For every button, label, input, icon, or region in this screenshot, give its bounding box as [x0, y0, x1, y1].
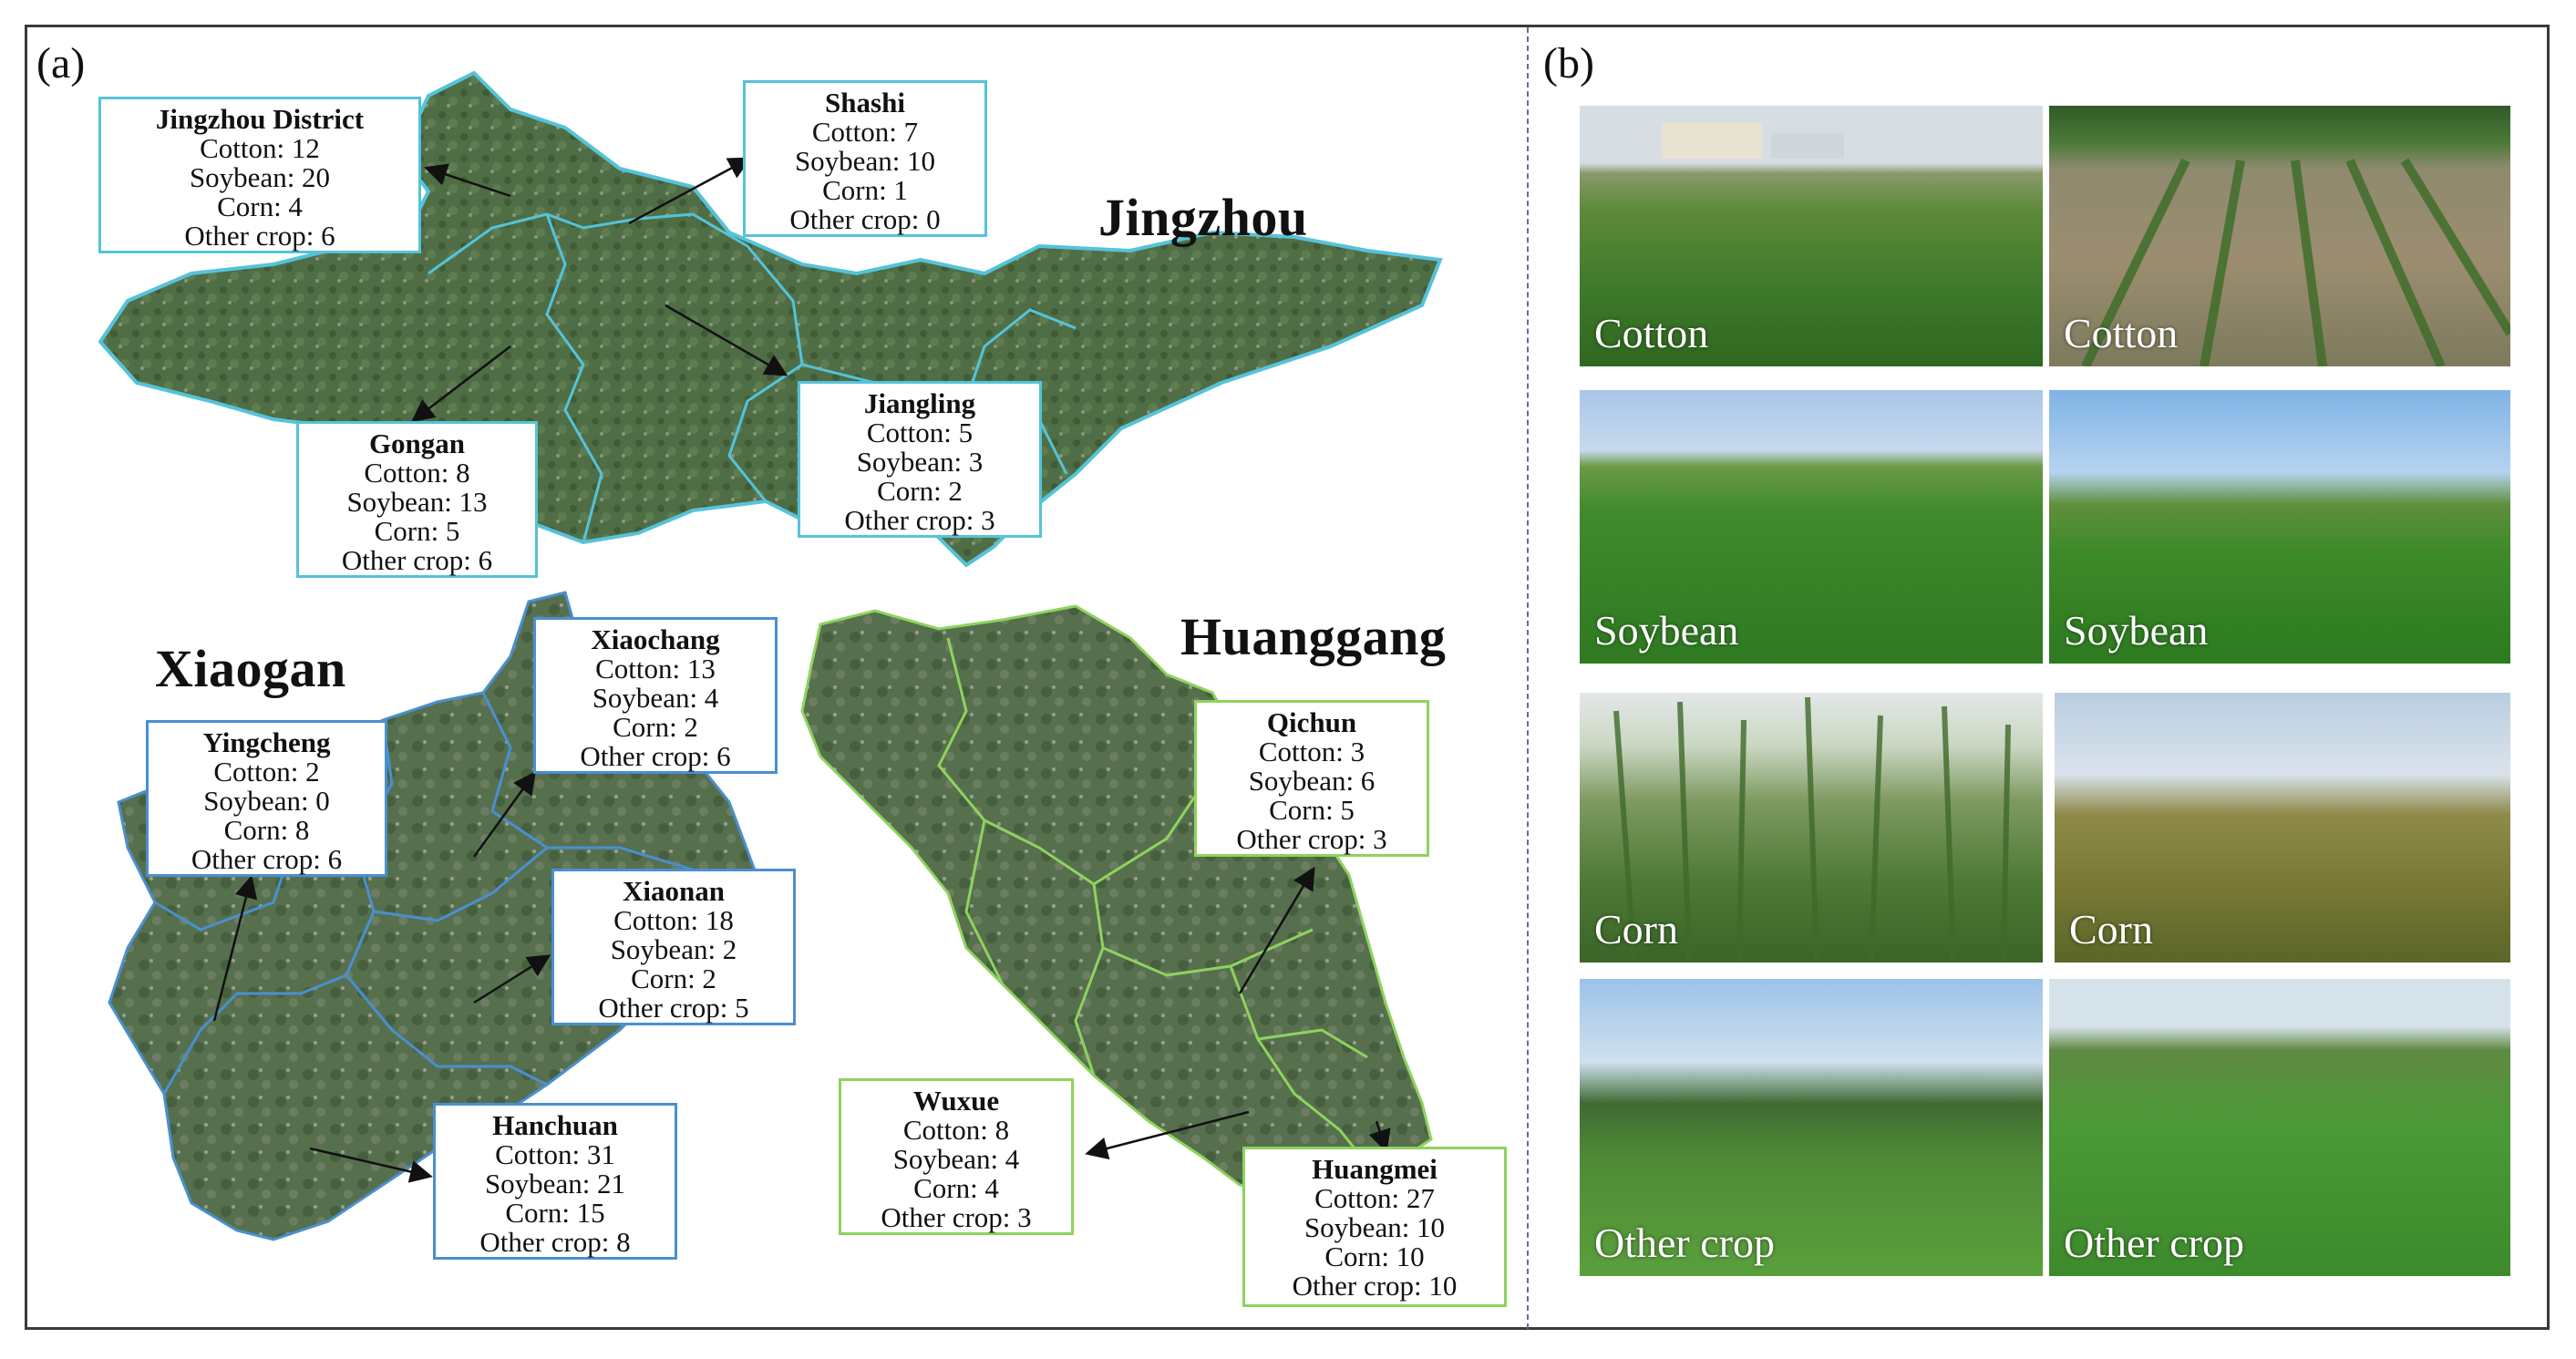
photo-cotton-2-rows — [2081, 158, 2510, 366]
other-crop-count: Other crop: 3 — [881, 1201, 1032, 1233]
photo-other-2: Other crop — [2049, 979, 2510, 1276]
region-name-xiaogan: Xiaogan — [155, 639, 346, 698]
corn-count: Corn: 5 — [1269, 794, 1355, 826]
soybean-count: Soybean: 10 — [794, 145, 936, 177]
corn-count: Corn: 2 — [631, 963, 716, 994]
panel-b-label: (b) — [1543, 39, 1594, 88]
district-name: Qichun — [1266, 706, 1357, 738]
soybean-count: Soybean: 13 — [346, 486, 488, 518]
corn-count: Corn: 10 — [1324, 1241, 1425, 1272]
corn-count: Corn: 1 — [822, 174, 908, 206]
district-box-yingcheng: Yingcheng Cotton: 2 Soybean: 0 Corn: 8 O… — [146, 720, 387, 877]
other-crop-count: Other crop: 5 — [598, 992, 749, 1024]
district-box-hanchuan: Hanchuan Cotton: 31 Soybean: 21 Corn: 15… — [433, 1103, 677, 1260]
photo-caption: Cotton — [2064, 310, 2179, 356]
district-name: Huangmei — [1312, 1153, 1437, 1185]
photo-soybean-1: Soybean — [1580, 390, 2043, 664]
cotton-count: Cotton: 7 — [811, 116, 919, 148]
cotton-count: Cotton: 3 — [1258, 736, 1365, 767]
district-box-gongan: Gongan Cotton: 8 Soybean: 13 Corn: 5 Oth… — [296, 421, 538, 578]
photo-caption: Soybean — [2064, 607, 2209, 654]
corn-count: Corn: 4 — [913, 1172, 999, 1204]
district-name: Shashi — [825, 87, 905, 118]
soybean-count: Soybean: 3 — [856, 446, 984, 478]
photo-cotton-1: Cotton — [1580, 106, 2043, 366]
district-name: Jiangling — [863, 387, 976, 419]
photo-corn-2: Corn — [2055, 693, 2510, 963]
cotton-count: Cotton: 31 — [495, 1138, 615, 1170]
soybean-count: Soybean: 4 — [892, 1143, 1020, 1175]
other-crop-count: Other crop: 8 — [479, 1226, 631, 1258]
region-name-jingzhou: Jingzhou — [1098, 188, 1308, 247]
cotton-count: Cotton: 5 — [866, 417, 974, 448]
district-name: Xiaochang — [591, 623, 720, 655]
soybean-count: Soybean: 4 — [592, 682, 719, 714]
corn-count: Corn: 5 — [374, 515, 460, 547]
cotton-count: Cotton: 27 — [1314, 1182, 1435, 1214]
panel-a-label: (a) — [36, 39, 86, 88]
other-crop-count: Other crop: 6 — [580, 740, 731, 772]
photo-caption: Corn — [1594, 906, 1678, 952]
photo-caption: Cotton — [1594, 310, 1709, 356]
other-crop-count: Other crop: 0 — [789, 203, 941, 235]
district-box-qichun: Qichun Cotton: 3 Soybean: 6 Corn: 5 Othe… — [1194, 700, 1429, 857]
photo-corn-1-stalks — [1613, 696, 2011, 963]
cotton-count: Cotton: 8 — [364, 457, 470, 489]
corn-count: Corn: 4 — [217, 190, 303, 222]
district-name: Hanchuan — [492, 1109, 618, 1141]
soybean-count: Soybean: 2 — [610, 933, 737, 965]
photo-corn-1: Corn — [1580, 693, 2043, 963]
district-box-xiaonan: Xiaonan Cotton: 18 Soybean: 2 Corn: 2 Ot… — [551, 869, 796, 1025]
district-box-shashi: Shashi Cotton: 7 Soybean: 10 Corn: 1 Oth… — [743, 80, 987, 237]
district-name: Yingcheng — [202, 726, 331, 758]
photo-caption: Corn — [2069, 906, 2153, 952]
cotton-count: Cotton: 13 — [595, 653, 716, 685]
photo-caption: Soybean — [1594, 607, 1739, 654]
district-box-jiangling: Jiangling Cotton: 5 Soybean: 3 Corn: 2 O… — [798, 381, 1042, 538]
photo-cotton-1-decor — [1662, 122, 1844, 159]
district-box-jingzhou-district: Jingzhou District Cotton: 12 Soybean: 20… — [98, 97, 421, 253]
other-crop-count: Other crop: 6 — [341, 544, 493, 576]
photo-other-1: Other crop — [1580, 979, 2043, 1276]
corn-count: Corn: 2 — [613, 711, 698, 743]
corn-count: Corn: 15 — [505, 1197, 605, 1229]
district-name: Gongan — [368, 427, 466, 459]
cotton-count: Cotton: 2 — [213, 756, 320, 788]
other-crop-count: Other crop: 6 — [184, 220, 335, 252]
corn-count: Corn: 8 — [223, 814, 310, 846]
huanggang-map-shape — [800, 604, 1433, 1196]
soybean-count: Soybean: 20 — [189, 161, 331, 193]
leader-arrows — [212, 157, 1391, 1183]
photo-cotton-2: Cotton — [2049, 106, 2510, 366]
photo-caption: Other crop — [2064, 1220, 2244, 1266]
corn-count: Corn: 2 — [877, 475, 963, 507]
soybean-count: Soybean: 21 — [484, 1168, 626, 1199]
other-crop-count: Other crop: 10 — [1292, 1270, 1458, 1302]
district-box-wuxue: Wuxue Cotton: 8 Soybean: 4 Corn: 4 Other… — [839, 1078, 1074, 1235]
cotton-count: Cotton: 18 — [613, 904, 734, 936]
district-box-xiaochang: Xiaochang Cotton: 13 Soybean: 4 Corn: 2 … — [533, 617, 778, 774]
district-box-huangmei: Huangmei Cotton: 27 Soybean: 10 Corn: 10… — [1242, 1147, 1507, 1307]
other-crop-count: Other crop: 3 — [1236, 823, 1387, 855]
district-name: Jingzhou District — [155, 103, 365, 135]
district-name: Xiaonan — [623, 875, 725, 907]
other-crop-count: Other crop: 6 — [191, 843, 343, 875]
soybean-count: Soybean: 6 — [1248, 765, 1376, 797]
other-crop-count: Other crop: 3 — [844, 504, 995, 536]
figure-frame — [25, 25, 2550, 1330]
soybean-count: Soybean: 10 — [1303, 1211, 1446, 1243]
huanggang-district-borders — [937, 637, 1378, 1177]
photo-soybean-2: Soybean — [2049, 390, 2510, 664]
photo-caption: Other crop — [1594, 1220, 1775, 1266]
district-name: Wuxue — [912, 1085, 1000, 1117]
soybean-count: Soybean: 0 — [203, 785, 330, 817]
panel-divider — [1527, 27, 1529, 1329]
region-name-huanggang: Huanggang — [1180, 607, 1447, 666]
cotton-count: Cotton: 12 — [200, 132, 320, 164]
cotton-count: Cotton: 8 — [902, 1114, 1010, 1146]
